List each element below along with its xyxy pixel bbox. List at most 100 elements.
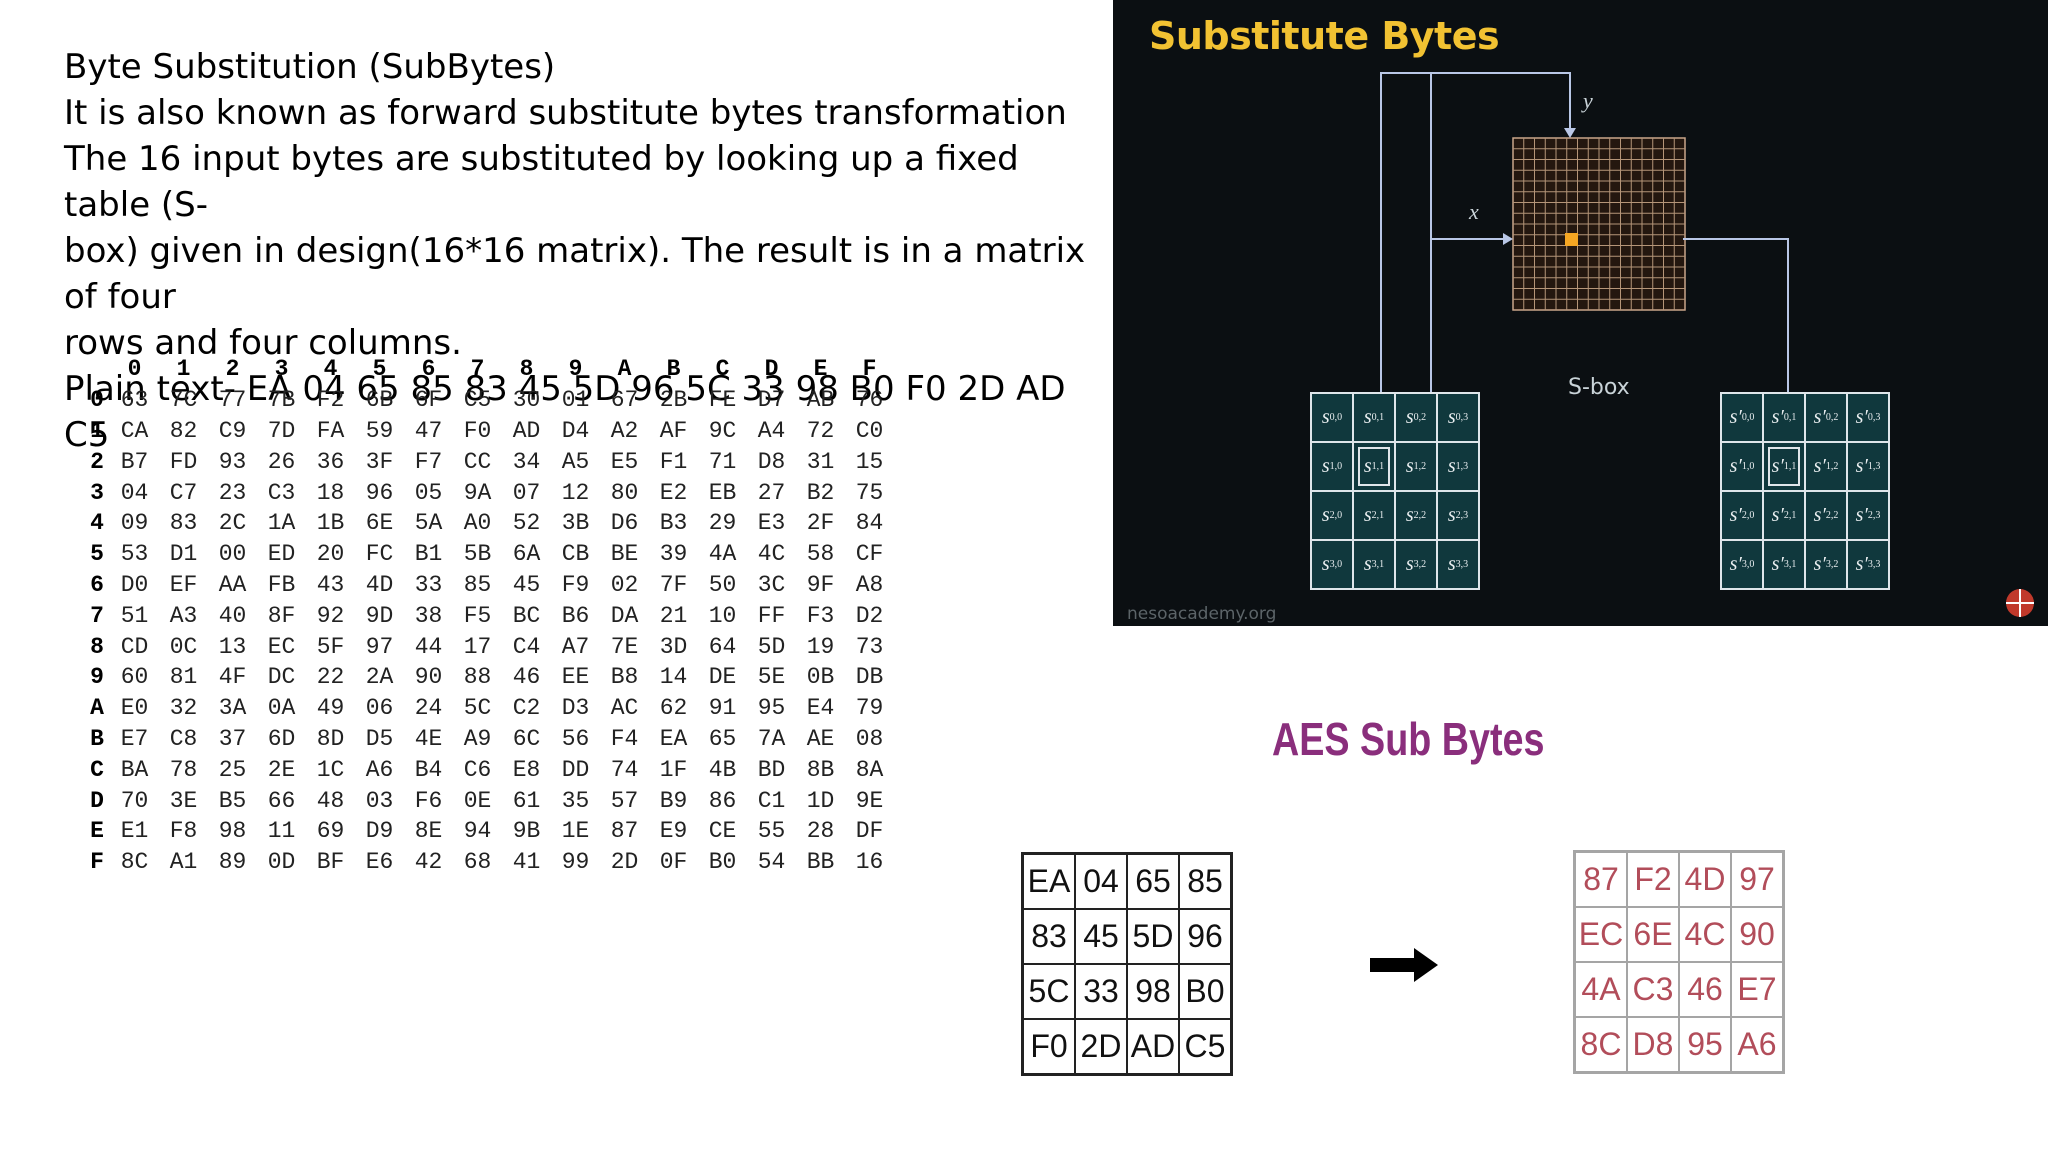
state-symbol: s — [1321, 504, 1330, 526]
sbox-cell: C6 — [463, 756, 492, 783]
output-state-cell: s′3,0 — [1722, 541, 1762, 588]
sbox-cell: 4F — [218, 664, 247, 691]
sbox-cell: AD — [512, 417, 541, 444]
state-symbol: s′ — [1813, 553, 1826, 575]
sbox-cell: E5 — [610, 448, 639, 475]
sbox-cell: 24 — [414, 695, 443, 722]
sbox-cell: 11 — [267, 818, 296, 845]
sbox-cell: 9F — [806, 571, 835, 598]
sbox-cell: D9 — [365, 818, 394, 845]
sbox-cell: 02 — [610, 571, 639, 598]
sbox-cell: 23 — [218, 479, 247, 506]
sbox-cell: 29 — [708, 510, 737, 537]
sbox-cell: 03 — [365, 787, 394, 814]
state-symbol: s — [1405, 553, 1414, 575]
sbox-cell: 8B — [806, 756, 835, 783]
sbox-cell: 32 — [169, 695, 198, 722]
state-index: 1,1 — [1783, 461, 1797, 472]
sbox-cell: 9C — [708, 417, 737, 444]
sbox-cell: 25 — [218, 756, 247, 783]
description-line: Byte Substitution (SubBytes) — [64, 47, 556, 87]
sbox-cell: E7 — [120, 725, 149, 752]
sbox-cell: F4 — [610, 725, 639, 752]
sbox-label: S-box — [1568, 375, 1630, 400]
sbox-cell: EB — [708, 479, 737, 506]
sbox-col-header: 3 — [274, 356, 289, 383]
x-label: x — [1469, 199, 1479, 224]
aes-output-byte-cell: EC — [1575, 907, 1627, 962]
sbox-cell: 2C — [218, 510, 247, 537]
sbox-row-header: C — [90, 756, 104, 783]
sbox-cell: 5D — [757, 633, 786, 660]
sbox-cell: FE — [708, 387, 737, 414]
sbox-row-header: A — [90, 695, 104, 722]
output-state-cell: s′2,2 — [1806, 492, 1846, 539]
state-index: 2,1 — [1783, 510, 1797, 521]
sbox-cell: BF — [316, 849, 345, 876]
state-index: 1,3 — [1455, 461, 1469, 472]
sbox-cell: CE — [708, 818, 737, 845]
output-state-cell: s′3,1 — [1764, 541, 1804, 588]
sbox-cell: 26 — [267, 448, 296, 475]
sbox-row-header: 5 — [90, 541, 104, 568]
state-symbol: s′ — [1771, 553, 1784, 575]
sbox-cell: 4C — [757, 541, 786, 568]
sbox-cell: 76 — [855, 387, 884, 414]
sbox-cell: 61 — [512, 787, 541, 814]
sbox-cell: 51 — [120, 602, 149, 629]
credit-text: nesoacademy.org — [1127, 604, 1277, 624]
sbox-cell: 6A — [512, 541, 541, 568]
sbox-row-header: 8 — [90, 633, 104, 660]
state-symbol: s′ — [1813, 504, 1826, 526]
sbox-cell: 1A — [267, 510, 296, 537]
sbox-cell: A6 — [365, 756, 394, 783]
sbox-cell: D8 — [757, 448, 786, 475]
sbox-cell: 28 — [806, 818, 835, 845]
state-index: 0,0 — [1741, 412, 1755, 423]
sbox-cell: 91 — [708, 695, 737, 722]
sbox-cell: A7 — [561, 633, 590, 660]
sbox-cell: 21 — [659, 602, 688, 629]
sbox-cell: D2 — [855, 602, 884, 629]
sbox-cell: C7 — [169, 479, 198, 506]
output-state-cell: s′2,1 — [1764, 492, 1804, 539]
sbox-row-header: 3 — [90, 479, 104, 506]
sbox-cell: 79 — [855, 695, 884, 722]
aes-input-byte-cell: 04 — [1075, 854, 1127, 909]
sbox-cell: 50 — [708, 571, 737, 598]
sbox-cell: D3 — [561, 695, 590, 722]
state-index: 3,2 — [1825, 559, 1839, 570]
sbox-col-header: 6 — [421, 356, 436, 383]
aes-input-byte-cell: 5D — [1127, 909, 1179, 964]
aes-input-byte-cell: F0 — [1023, 1019, 1075, 1074]
aes-input-byte-cell: 5C — [1023, 964, 1075, 1019]
sbox-row-header: 6 — [90, 571, 104, 598]
sbox-cell: 43 — [316, 571, 345, 598]
sbox-cell: 52 — [512, 510, 541, 537]
sbox-cell: FD — [169, 448, 198, 475]
sbox-cell: 1C — [316, 756, 345, 783]
state-symbol: s — [1405, 455, 1414, 477]
sbox-cell: 66 — [267, 787, 296, 814]
sbox-cell: 31 — [806, 448, 835, 475]
sbox-cell: 3D — [659, 633, 688, 660]
sbox-cell: 2D — [610, 849, 639, 876]
sbox-cell: C3 — [267, 479, 296, 506]
output-state-cell: s′1,3 — [1848, 443, 1888, 490]
sbox-cell: F0 — [463, 417, 492, 444]
sbox-cell: EA — [659, 725, 688, 752]
sbox-cell: A8 — [855, 571, 884, 598]
sbox-cell: 72 — [806, 417, 835, 444]
